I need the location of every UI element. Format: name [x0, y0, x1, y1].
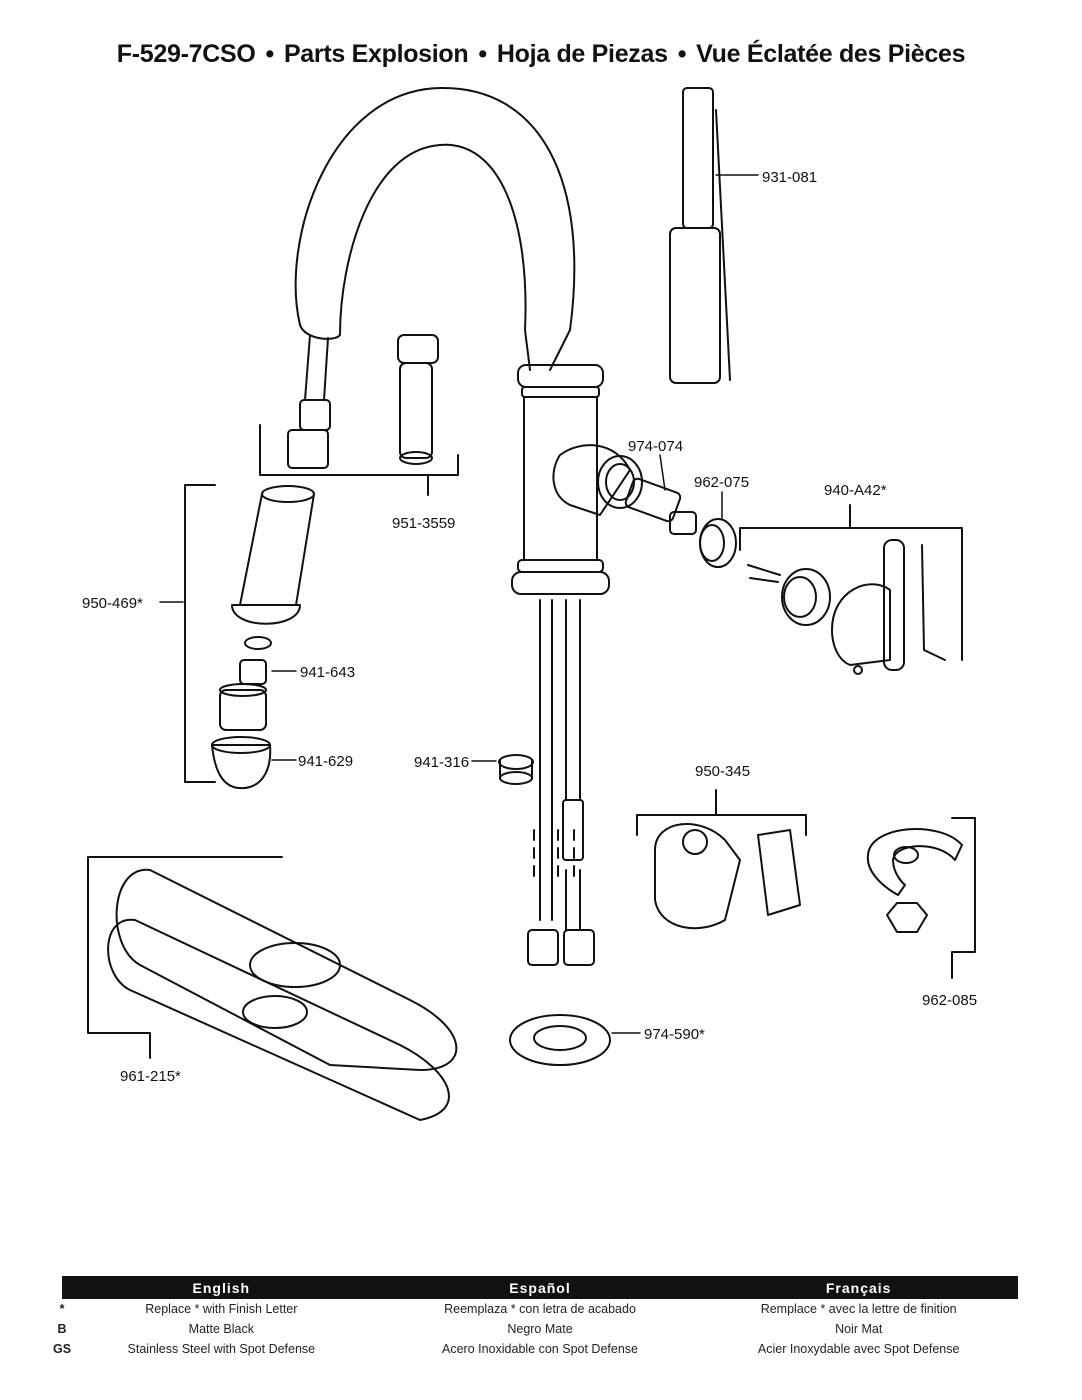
bracket-950-469 — [184, 484, 216, 783]
label-941-629: 941-629 — [298, 753, 353, 770]
leader-lines — [159, 174, 759, 1034]
hose-end — [287, 334, 331, 469]
faucet-spout — [294, 86, 576, 371]
cartridge-974-074 — [624, 477, 697, 535]
legend-code: * — [59, 1302, 65, 1316]
label-931-081: 931-081 — [762, 169, 817, 186]
label-941-316: 941-316 — [414, 754, 469, 771]
label-962-075: 962-075 — [694, 474, 749, 491]
sleeve-931-081 — [669, 87, 731, 384]
page-title: F-529-7CSO • Parts Explosion • Hoja de Pieza… — [0, 40, 1082, 69]
label-974-590: 974-590* — [644, 1026, 705, 1043]
legend-cell-spanish: Negro Mate — [507, 1322, 573, 1336]
hose-break-marks — [533, 829, 575, 881]
label-974-074: 974-074 — [628, 438, 683, 455]
legend-row: * Replace * with Finish Letter Reemplaza… — [60, 1299, 1018, 1319]
legend-header-french: Français — [825, 1279, 892, 1296]
legend-header-spanish: Español — [509, 1279, 571, 1296]
legend-cell-english: Replace * with Finish Letter — [145, 1302, 298, 1316]
finish-legend: English Español Français * Replace * wit… — [53, 1276, 1018, 1359]
spray-holder-941-629 — [211, 736, 272, 790]
supply-hoses — [527, 599, 595, 966]
legend-cell-french: Acier Inoxydable avec Spot Defense — [757, 1342, 960, 1356]
legend-code: GS — [52, 1342, 72, 1356]
title-separator-2: • — [478, 40, 487, 68]
aerator-washer — [244, 636, 272, 650]
label-950-469: 950-469* — [82, 595, 143, 612]
legend-header-english: English — [192, 1279, 251, 1296]
nut-962-075 — [699, 518, 737, 568]
handle-assembly — [747, 539, 946, 675]
bracket-951-3559 — [259, 424, 459, 496]
label-950-345: 950-345 — [695, 763, 750, 780]
label-941-643: 941-643 — [300, 664, 355, 681]
bracket-961-215 — [87, 856, 283, 1059]
legend-cell-french: Remplace * avec la lettre de finition — [760, 1302, 957, 1316]
title-separator-1: • — [265, 40, 274, 68]
title-separator-3: • — [677, 40, 687, 68]
legend-row: GS Stainless Steel with Spot Defense Ace… — [53, 1339, 1018, 1359]
bracket-962-085 — [951, 817, 976, 979]
legend-cell-english: Stainless Steel with Spot Defense — [127, 1342, 316, 1356]
title-spanish: Hoja de Piezas — [496, 40, 668, 68]
bracket-950-345 — [636, 789, 807, 836]
legend-code: B — [57, 1322, 67, 1336]
spray-head — [231, 485, 315, 625]
aerator-housing — [219, 683, 267, 731]
mounting-hardware-950-345 — [654, 823, 801, 930]
legend-cell-english: Matte Black — [188, 1322, 254, 1336]
legend-row: B Matte Black Negro Mate Noir Mat — [57, 1319, 1018, 1339]
escutcheon-974-590 — [509, 1014, 611, 1066]
legend-header: English Español Français — [62, 1276, 1018, 1299]
bracket-940-A42 — [739, 504, 963, 661]
deck-plate-961-215 — [107, 868, 458, 1121]
legend-cell-spanish: Acero Inoxidable con Spot Defense — [442, 1342, 638, 1356]
mounting-bracket-962-085 — [866, 828, 963, 933]
label-951-3559: 951-3559 — [392, 515, 455, 532]
part-labels: 931-081 974-074 962-075 940-A42* 951-355… — [82, 169, 977, 1085]
quick-connect — [397, 334, 439, 465]
aerator-941-643 — [239, 659, 267, 685]
label-940-A42: 940-A42* — [824, 482, 887, 499]
hose-weight-941-316 — [498, 754, 534, 785]
label-961-215: 961-215* — [120, 1068, 181, 1085]
title-english: Parts Explosion — [283, 40, 469, 68]
faucet-body — [511, 364, 643, 595]
title-model: F-529-7CSO — [116, 40, 256, 68]
legend-cell-spanish: Reemplaza * con letra de acabado — [444, 1302, 636, 1316]
label-962-085: 962-085 — [922, 992, 977, 1009]
parts-diagram: 931-081 974-074 962-075 940-A42* 951-355… — [82, 86, 977, 1121]
legend-cell-french: Noir Mat — [835, 1322, 883, 1336]
title-french: Vue Éclatée des Pièces — [696, 40, 966, 68]
